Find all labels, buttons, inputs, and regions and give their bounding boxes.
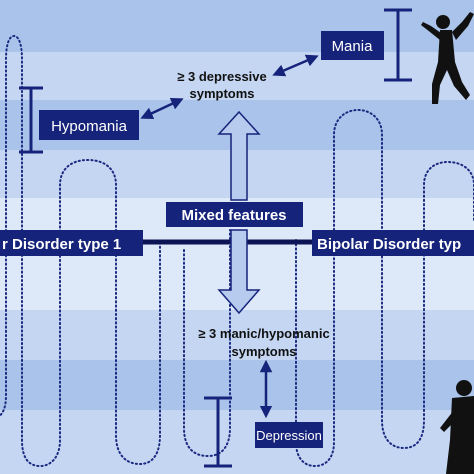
band-lower-1 bbox=[0, 310, 474, 360]
depression-range-bracket bbox=[204, 396, 232, 468]
mania-box: Mania bbox=[321, 31, 384, 60]
mania-label: Mania bbox=[332, 38, 374, 55]
up-block-arrow bbox=[217, 110, 261, 201]
mania-range-bracket bbox=[384, 8, 412, 82]
band-upper-1 bbox=[0, 52, 474, 100]
mood-course-line bbox=[0, 34, 474, 468]
down-block-arrow bbox=[217, 229, 261, 315]
hypomania-range-bracket bbox=[19, 86, 43, 154]
depressive-symptoms-line2: symptoms bbox=[189, 86, 254, 101]
manic-symptoms-line1: ≥ 3 manic/hypomanic bbox=[198, 326, 329, 341]
band-lower-2 bbox=[0, 360, 474, 410]
mixed-features-label: Mixed features bbox=[181, 207, 286, 224]
hypomania-label: Hypomania bbox=[51, 118, 128, 135]
depressive-to-hypomania-arrow bbox=[140, 97, 184, 120]
mixed-features-box: Mixed features bbox=[166, 202, 303, 227]
depressive-symptoms-line1: ≥ 3 depressive bbox=[177, 69, 267, 84]
hypomania-box: Hypomania bbox=[39, 110, 139, 140]
bipolar-type2-label: Bipolar Disorder typ bbox=[317, 236, 461, 253]
depressive-to-mania-arrow bbox=[272, 54, 319, 77]
bipolar-type2-box: Bipolar Disorder typ bbox=[312, 230, 474, 256]
bipolar-type1-label: r Disorder type 1 bbox=[2, 236, 121, 253]
bipolar-type1-box: r Disorder type 1 bbox=[0, 230, 143, 256]
manic-symptoms-line2: symptoms bbox=[231, 344, 296, 359]
depression-box: Depression bbox=[255, 422, 323, 448]
band-depression bbox=[0, 410, 474, 474]
jumping-person-icon bbox=[421, 12, 474, 104]
band-mania bbox=[0, 0, 474, 52]
depression-label: Depression bbox=[256, 428, 322, 443]
crouching-person-icon bbox=[440, 380, 474, 474]
